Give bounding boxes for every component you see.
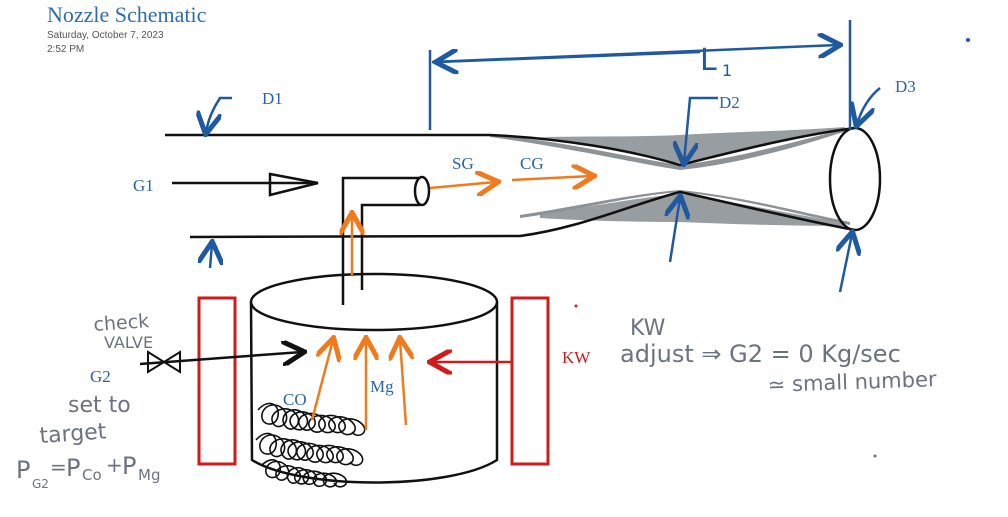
stray-dot xyxy=(966,38,970,42)
injector-tube xyxy=(341,175,431,305)
note-set-to: set to xyxy=(68,393,131,418)
heater-elements xyxy=(197,296,550,466)
dimension-lines xyxy=(206,20,881,293)
eq-pmg: P xyxy=(122,452,136,480)
note-adjust: adjust ⇒ G2 = 0 Kg/sec xyxy=(620,340,901,368)
stray-dot xyxy=(873,454,877,458)
label-l1: L xyxy=(700,43,717,78)
label-d3: D3 xyxy=(895,77,916,96)
note-pressure-equation: P G2 = P Co + P Mg xyxy=(16,452,160,491)
label-mg: Mg xyxy=(370,377,394,396)
page-time: 2:52 PM xyxy=(47,44,85,55)
note-target: target xyxy=(39,419,108,449)
page-title: Nozzle Schematic xyxy=(47,2,207,27)
eq-g2-subscript: G2 xyxy=(32,477,49,491)
eq-p: P xyxy=(16,456,30,484)
note-kw: KW xyxy=(630,316,666,341)
label-g1: G1 xyxy=(133,176,154,195)
eq-co-subscript: Co xyxy=(82,466,102,484)
label-g2: G2 xyxy=(90,367,111,386)
page-date: Saturday, October 7, 2023 xyxy=(47,30,164,41)
stray-dot xyxy=(574,304,578,308)
note-check: check xyxy=(93,310,150,336)
material-scribble xyxy=(255,402,366,488)
eq-plus: + xyxy=(106,453,123,477)
label-cg: CG xyxy=(520,154,544,173)
label-d1: D1 xyxy=(262,89,283,108)
eq-pco: P xyxy=(66,454,80,482)
label-sg: SG xyxy=(452,154,474,173)
label-co: CO xyxy=(283,390,307,409)
eq-equals: = xyxy=(50,455,67,479)
note-small-number: ≃ small number xyxy=(767,367,937,397)
g1-flow-arrow xyxy=(172,172,319,197)
note-valve: VALVE xyxy=(104,333,153,352)
label-d2: D2 xyxy=(719,93,740,112)
throat-shading xyxy=(490,127,850,226)
label-kw-heater: KW xyxy=(562,348,591,367)
check-valve-icon xyxy=(147,350,181,374)
eq-mg-subscript: Mg xyxy=(138,466,160,484)
vapor-flow-arrows xyxy=(310,176,592,430)
label-l1-subscript: 1 xyxy=(722,61,732,80)
g2-flow-arrow xyxy=(139,352,302,364)
